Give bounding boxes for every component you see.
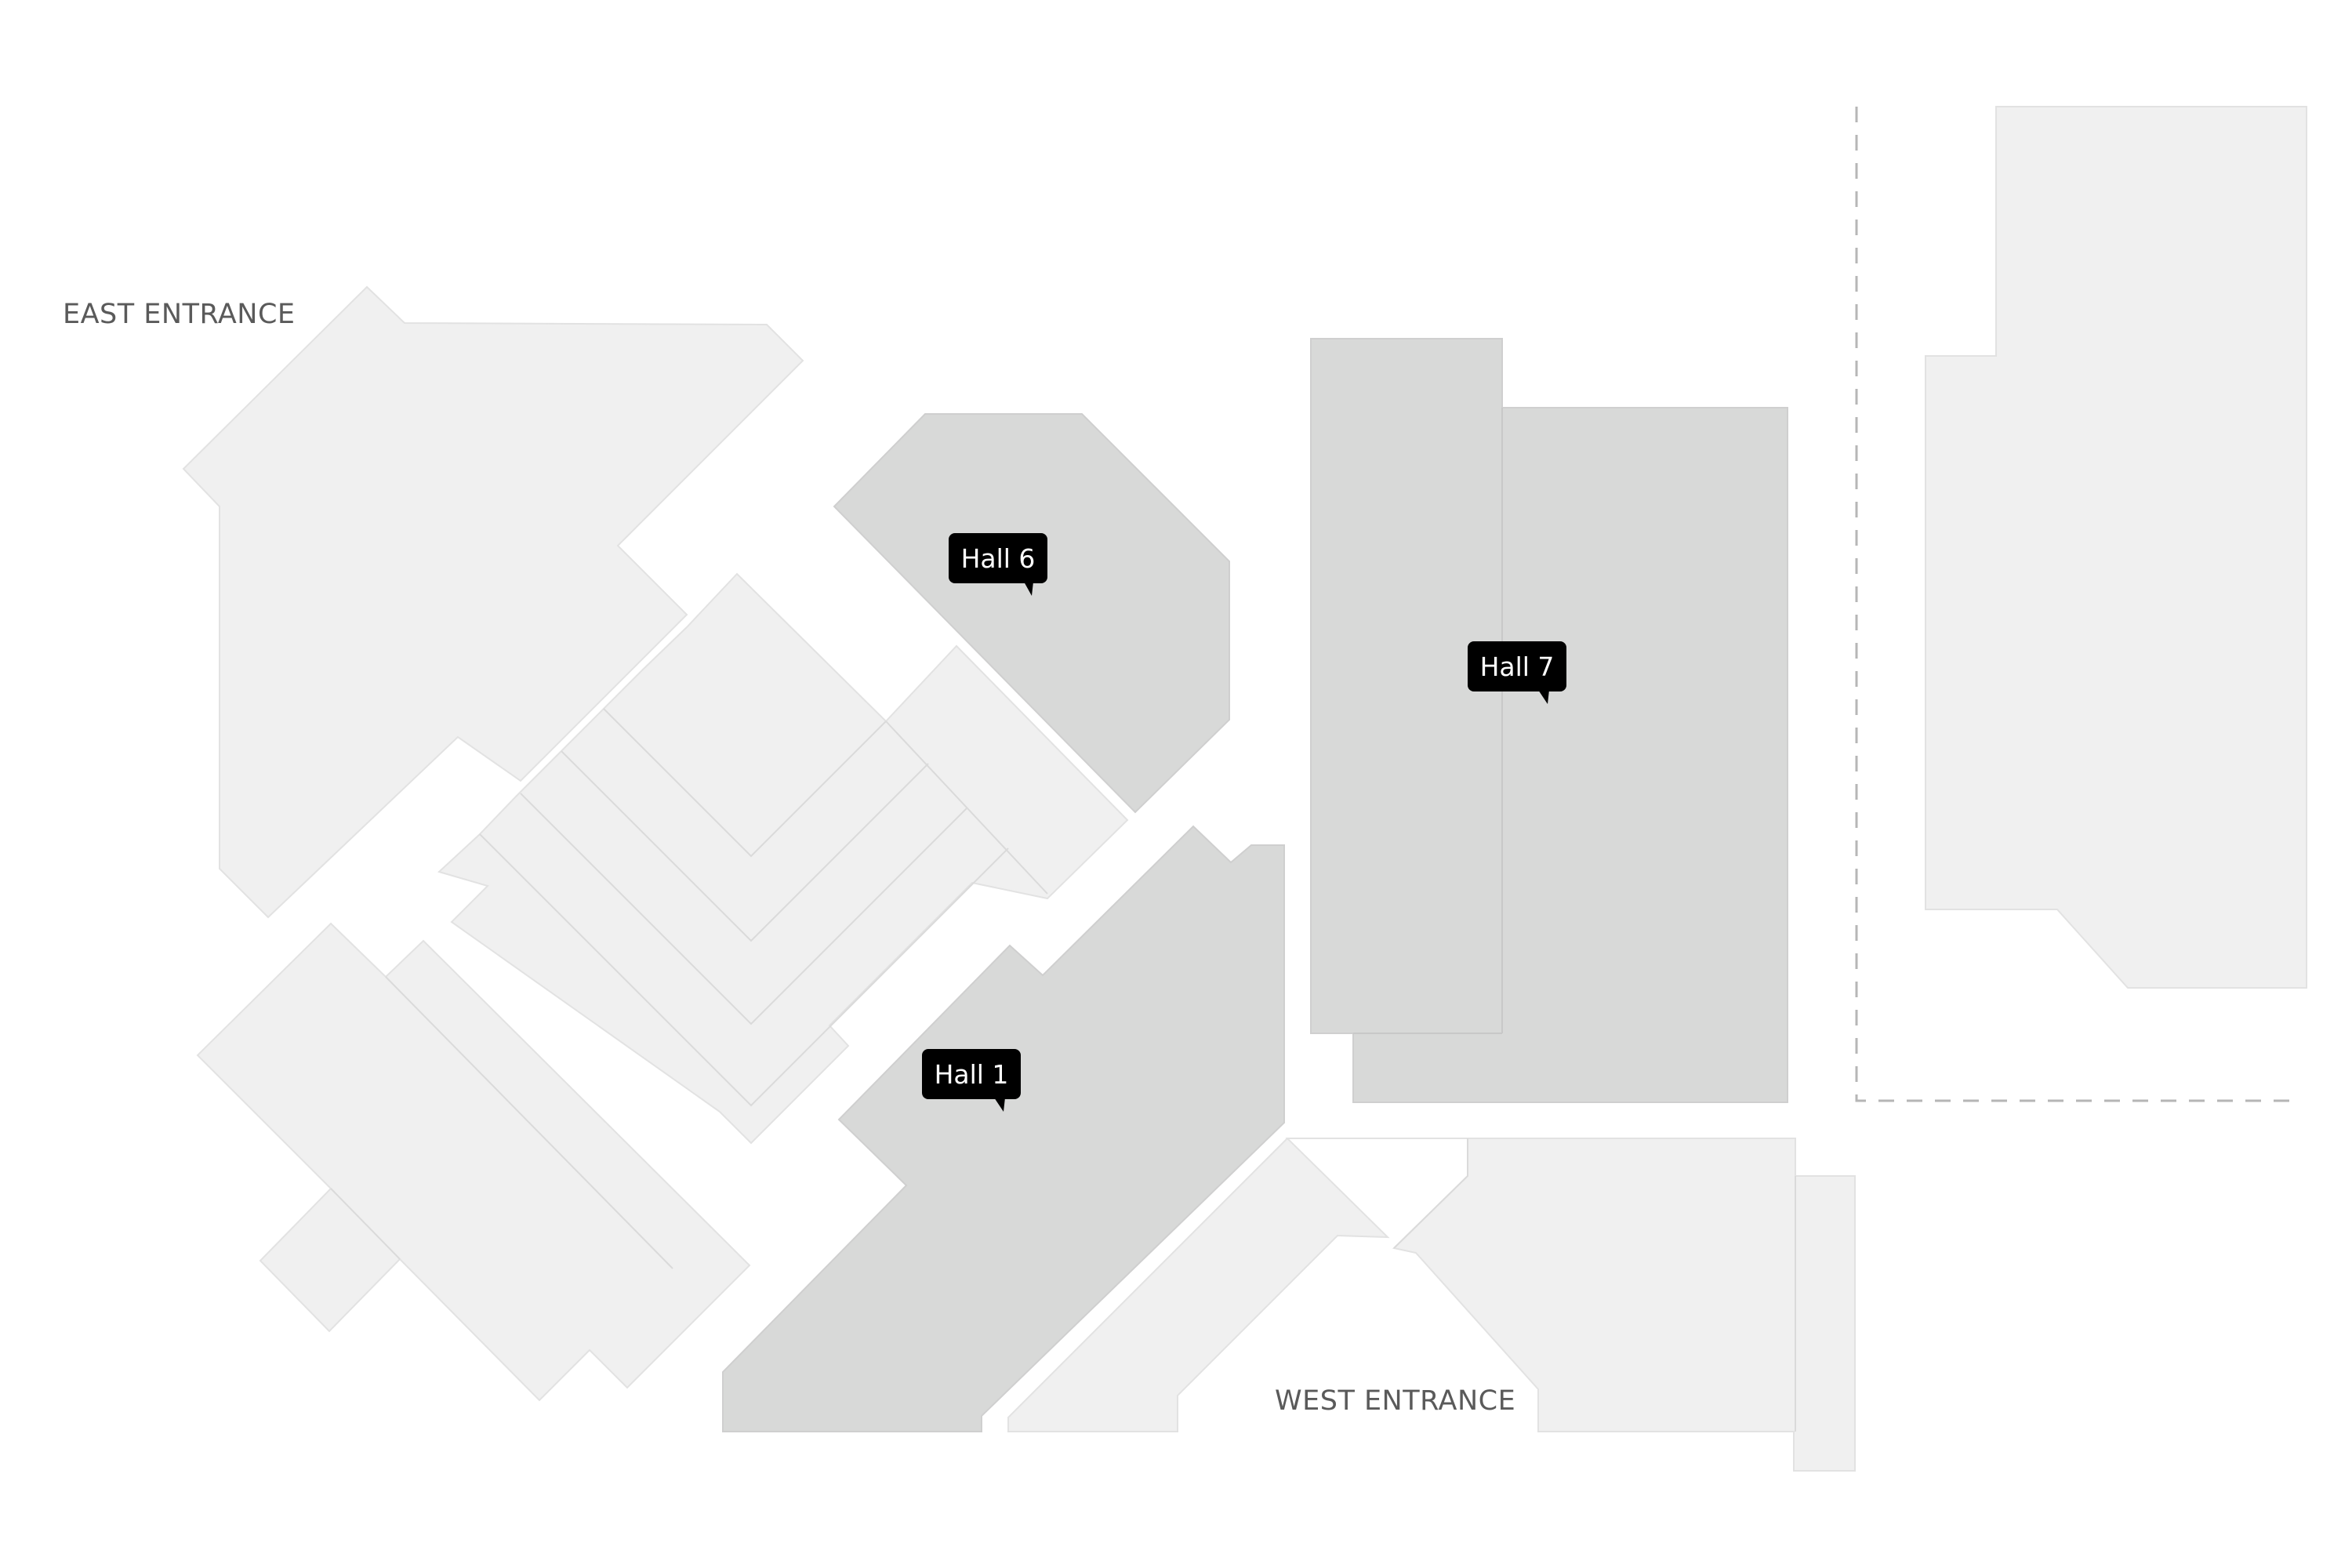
central-band-seam-4 bbox=[479, 833, 1009, 1107]
hall-7-tag-pointer bbox=[1538, 690, 1549, 704]
southwest-seam-2 bbox=[330, 1188, 401, 1260]
hall-7-area[interactable] bbox=[1310, 338, 1788, 1103]
property-boundary-line bbox=[1855, 107, 2297, 1102]
hall-7-tag-label: Hall 7 bbox=[1480, 652, 1555, 682]
hall-1-tag-box bbox=[922, 1049, 1021, 1099]
east-entrance-label: EAST ENTRANCE bbox=[63, 299, 296, 330]
hall-1-tag[interactable]: Hall 1 bbox=[922, 1049, 1021, 1112]
hall-6-area[interactable] bbox=[833, 413, 1230, 814]
west-entrance-label: WEST ENTRANCE bbox=[1275, 1385, 1515, 1417]
building-far-east[interactable] bbox=[1925, 106, 2307, 989]
hall-1-area[interactable] bbox=[722, 825, 1285, 1432]
central-band-seam-1 bbox=[603, 708, 887, 858]
south-wing-seam-2 bbox=[1393, 1138, 1468, 1249]
central-band-seam-3 bbox=[520, 793, 968, 1025]
hall-6-tag-label: Hall 6 bbox=[961, 543, 1036, 574]
hall-6-tag-box bbox=[949, 533, 1047, 583]
building-east-wing[interactable] bbox=[182, 285, 804, 919]
hall-7-tag[interactable]: Hall 7 bbox=[1468, 641, 1566, 704]
central-band-seam-5 bbox=[885, 720, 1048, 895]
hall-1-tag-pointer bbox=[994, 1098, 1005, 1112]
hall-6-tag-pointer bbox=[1024, 582, 1033, 596]
hall-7-tag-box bbox=[1468, 641, 1566, 691]
hall-1-tag-label: Hall 1 bbox=[935, 1059, 1009, 1090]
central-band-seam-2 bbox=[561, 750, 929, 942]
hall-6-tag[interactable]: Hall 6 bbox=[949, 533, 1047, 596]
southwest-seam-1 bbox=[385, 976, 673, 1269]
